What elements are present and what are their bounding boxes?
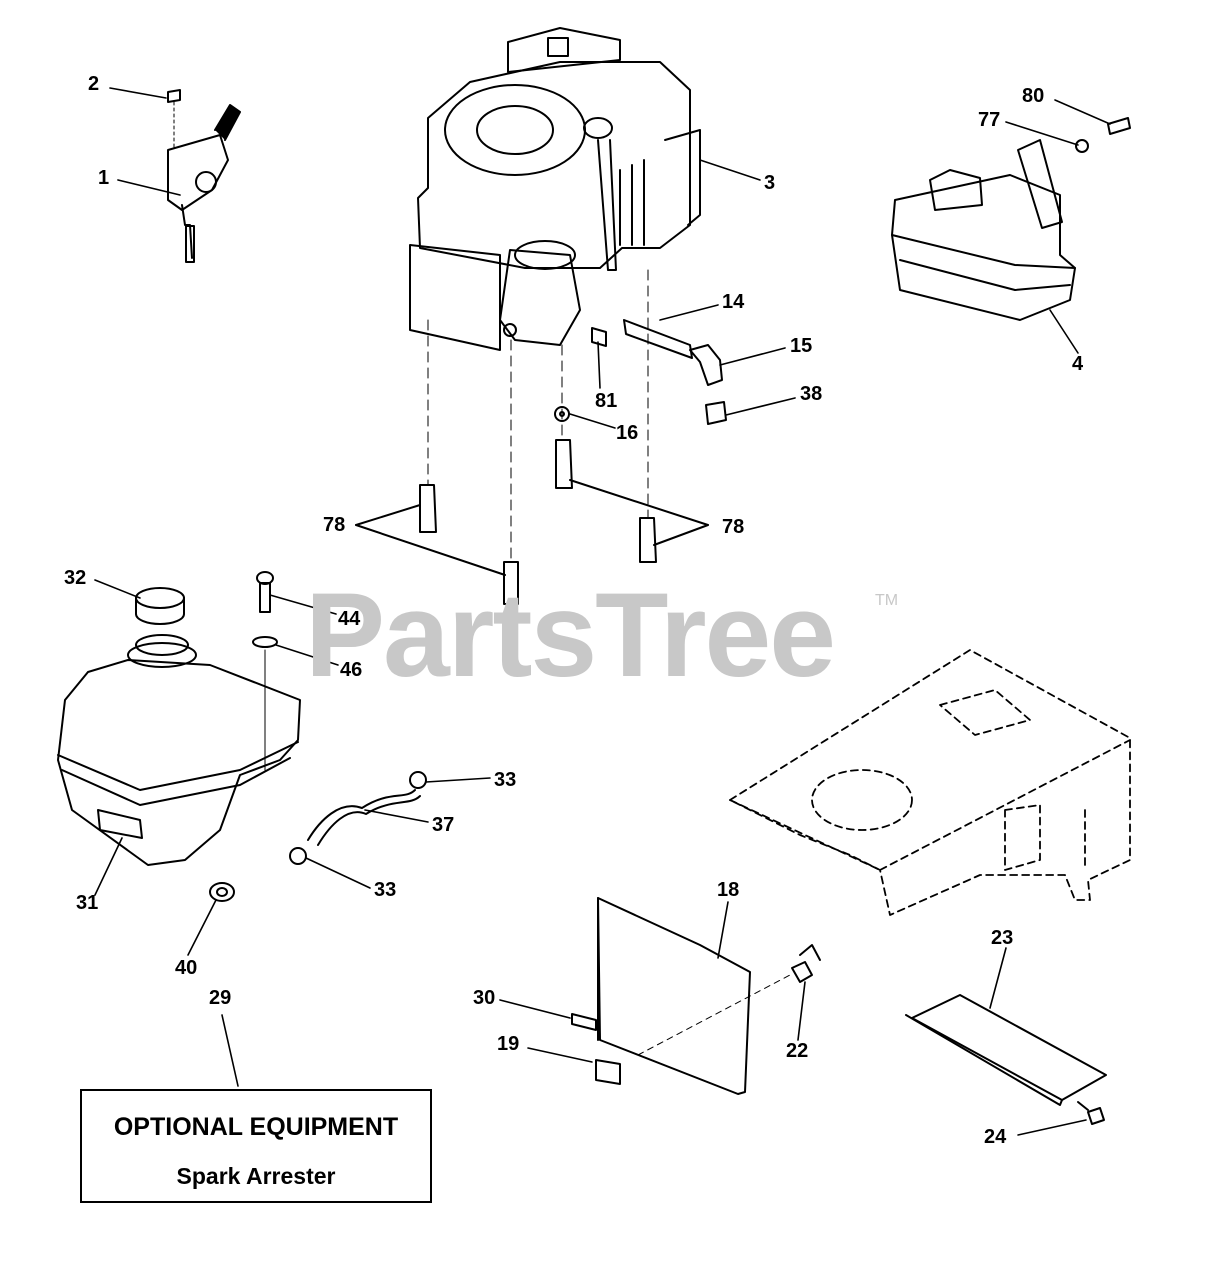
callout-38: 38 (800, 383, 823, 405)
callout-30: 30 (473, 987, 496, 1009)
fuel-hose (289, 771, 427, 865)
callout-37: 37 (432, 814, 455, 836)
mounting-bolts (355, 269, 709, 605)
heat-shield (571, 897, 821, 1095)
frame (729, 649, 1131, 916)
callout-15: 15 (790, 335, 813, 357)
grommet (209, 882, 235, 902)
tank-screw (252, 571, 278, 771)
optional-equipment-subtitle: Spark Arrester (176, 1163, 336, 1189)
callout-18: 18 (717, 879, 740, 901)
callout-22: 22 (786, 1040, 809, 1062)
callout-78-left: 78 (323, 514, 346, 536)
muffler (891, 117, 1131, 321)
fuel-tank (57, 634, 301, 866)
optional-equipment-title: OPTIONAL EQUIPMENT (113, 1113, 399, 1141)
callout-3: 3 (764, 172, 776, 194)
leader-lines (94, 87, 1111, 1136)
callout-78-right: 78 (722, 516, 745, 538)
callout-44: 44 (338, 608, 361, 630)
fuel-fittings (554, 319, 727, 489)
callout-33-top: 33 (494, 769, 517, 791)
callout-40: 40 (175, 957, 198, 979)
callout-24: 24 (984, 1126, 1007, 1148)
callout-32: 32 (64, 567, 87, 589)
callout-23: 23 (991, 927, 1014, 949)
callout-77: 77 (978, 109, 1001, 131)
callout-16: 16 (616, 422, 639, 444)
watermark: PartsTree (305, 568, 836, 702)
callout-2: 2 (88, 73, 100, 95)
callout-81: 81 (595, 390, 618, 412)
trademark-mark: TM (875, 592, 899, 609)
callout-4: 4 (1072, 353, 1084, 375)
callout-46: 46 (340, 659, 363, 681)
optional-equipment-box: OPTIONAL EQUIPMENT Spark Arrester (80, 1089, 432, 1203)
callout-14: 14 (722, 291, 745, 313)
callout-29: 29 (209, 987, 232, 1009)
engine (409, 27, 701, 351)
fuel-cap (135, 587, 185, 625)
throttle-control (167, 89, 241, 263)
callout-31: 31 (76, 892, 99, 914)
callout-80: 80 (1022, 85, 1045, 107)
cover-plate (905, 994, 1107, 1125)
callout-1: 1 (98, 167, 110, 189)
callout-19: 19 (497, 1033, 520, 1055)
callout-33-bottom: 33 (374, 879, 397, 901)
